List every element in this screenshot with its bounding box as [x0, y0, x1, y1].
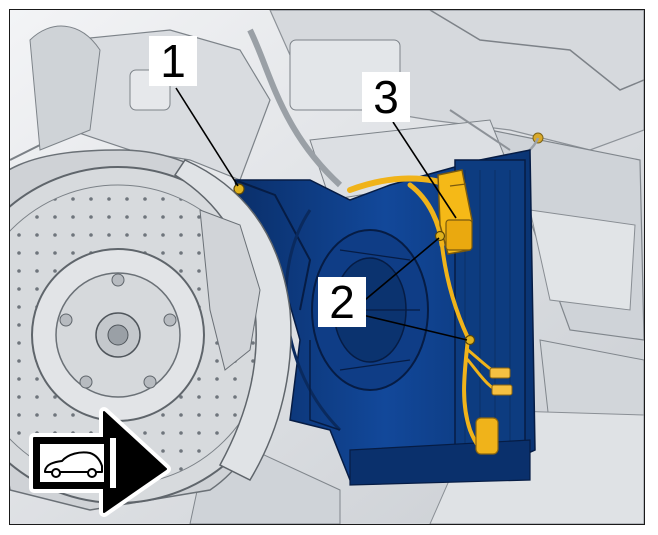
fastening-point-1 [233, 183, 245, 195]
vehicle-side-view-icon [44, 451, 103, 478]
leader-lines [175, 87, 468, 341]
brake-disc-icon [10, 149, 292, 511]
technical-illustration: 1 3 2 [9, 9, 645, 525]
connector-3 [437, 169, 473, 255]
illustration-artwork [10, 10, 644, 524]
callout-label-2: 2 [318, 277, 366, 327]
callout-label-3: 3 [362, 72, 410, 122]
callout-label-1: 1 [149, 36, 197, 86]
